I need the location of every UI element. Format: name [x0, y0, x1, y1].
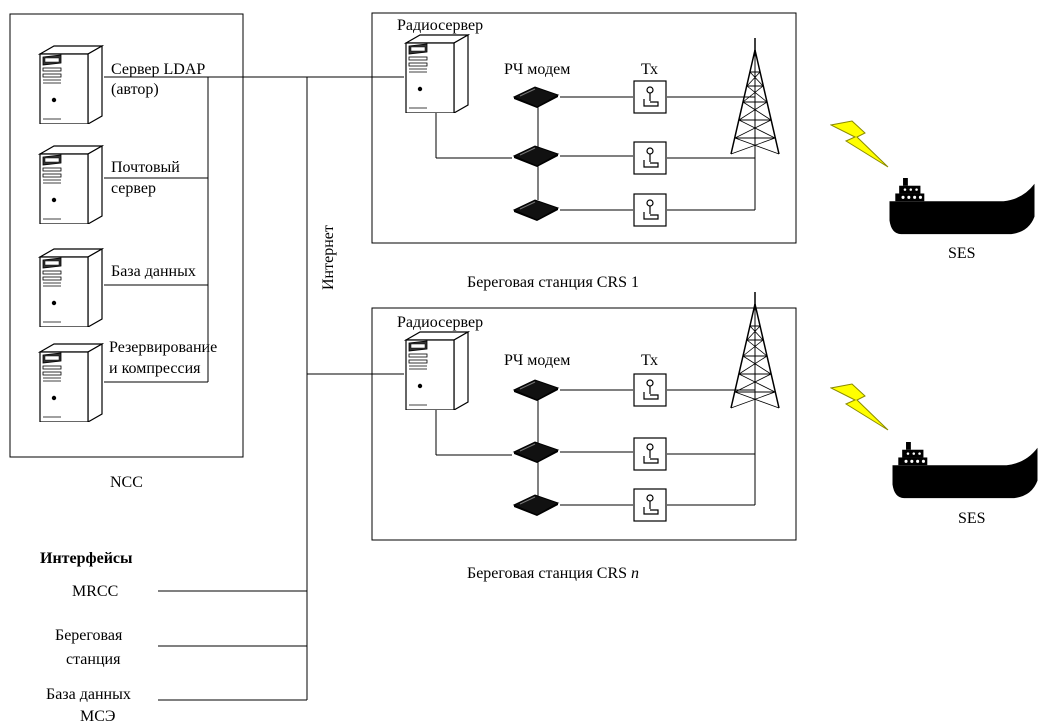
ncc-server-database: База данных [39, 248, 208, 327]
ncc-server-mail: Почтовый сервер [39, 145, 208, 224]
server-icon [405, 331, 469, 410]
ncc-server-ldap-label-1: Сервер LDAP [111, 61, 205, 78]
ncc-server-backup-label-1: Резервирование [109, 339, 217, 356]
rf-modem-icon [513, 494, 559, 516]
rf-modem-icon [513, 441, 559, 463]
lightning-icon [830, 383, 889, 431]
server-icon [39, 145, 103, 224]
interface-database-1: База данных [46, 686, 131, 703]
ship-2: SES [830, 383, 1038, 527]
ncc-server-ldap-label-2: (автор) [111, 81, 159, 98]
tower-icon [730, 38, 780, 155]
lightning-icon [830, 120, 889, 168]
rf-modem-icon [513, 145, 559, 167]
server-icon [405, 34, 469, 113]
transmitter-icon [633, 437, 667, 471]
ship-icon [892, 442, 1038, 499]
interfaces-title: Интерфейсы [40, 550, 133, 567]
tower-icon [730, 292, 780, 409]
rf-modem-label: РЧ модем [504, 352, 570, 369]
rf-modem-icon [513, 86, 559, 108]
station-caption: Береговая станция CRS n [467, 565, 639, 582]
tx-label: Тх [641, 352, 658, 369]
ship-label: SES [958, 510, 986, 527]
server-icon [39, 343, 103, 422]
ncc-block: Сервер LDAP (автор) Почтовый сервер База… [9, 13, 244, 491]
interface-coast-station-2: станция [66, 651, 121, 668]
internet-label: Интернет [320, 225, 337, 290]
transmitter-icon [633, 141, 667, 175]
interfaces-block: Интерфейсы MRCC Береговая станция База д… [40, 550, 307, 725]
ncc-server-ldap: Сервер LDAP (автор) [39, 45, 205, 124]
internet-backbone: Интернет [104, 76, 404, 700]
server-icon [39, 45, 103, 124]
rf-modem-label: РЧ модем [504, 61, 570, 78]
interface-coast-station-1: Береговая [55, 627, 123, 644]
ship-label: SES [948, 245, 976, 262]
ncc-title: NCC [110, 474, 143, 491]
ncc-server-mail-label-2: сервер [111, 180, 156, 197]
radioserver-label: Радиосервер [397, 17, 483, 34]
tx-label: Тх [641, 61, 658, 78]
transmitter-icon [633, 373, 667, 407]
transmitter-icon [633, 488, 667, 522]
server-icon [39, 248, 103, 327]
rf-modem-icon [513, 379, 559, 401]
transmitter-icon [633, 193, 667, 227]
ship-1: SES [830, 120, 1035, 262]
ncc-server-database-label: База данных [111, 263, 196, 280]
coast-station-1: Радиосервер РЧ модем Тх Береговая станци… [371, 12, 797, 291]
rf-modem-icon [513, 199, 559, 221]
ncc-server-mail-label-1: Почтовый [111, 159, 180, 176]
transmitter-icon [633, 80, 667, 114]
interface-database-2: МСЭ [80, 708, 115, 725]
interface-mrcc: MRCC [72, 583, 118, 600]
ship-icon [889, 178, 1035, 235]
radioserver-label: Радиосервер [397, 314, 483, 331]
ncc-server-backup-label-2: и компрессия [109, 360, 201, 377]
station-frame [371, 12, 797, 244]
ncc-server-backup: Резервирование и компрессия [39, 339, 217, 422]
station-caption: Береговая станция CRS 1 [467, 274, 639, 291]
coast-station-n: Радиосервер РЧ модем Тх Береговая станци… [371, 292, 797, 582]
station-frame [371, 307, 797, 541]
ncc-frame [9, 13, 244, 458]
